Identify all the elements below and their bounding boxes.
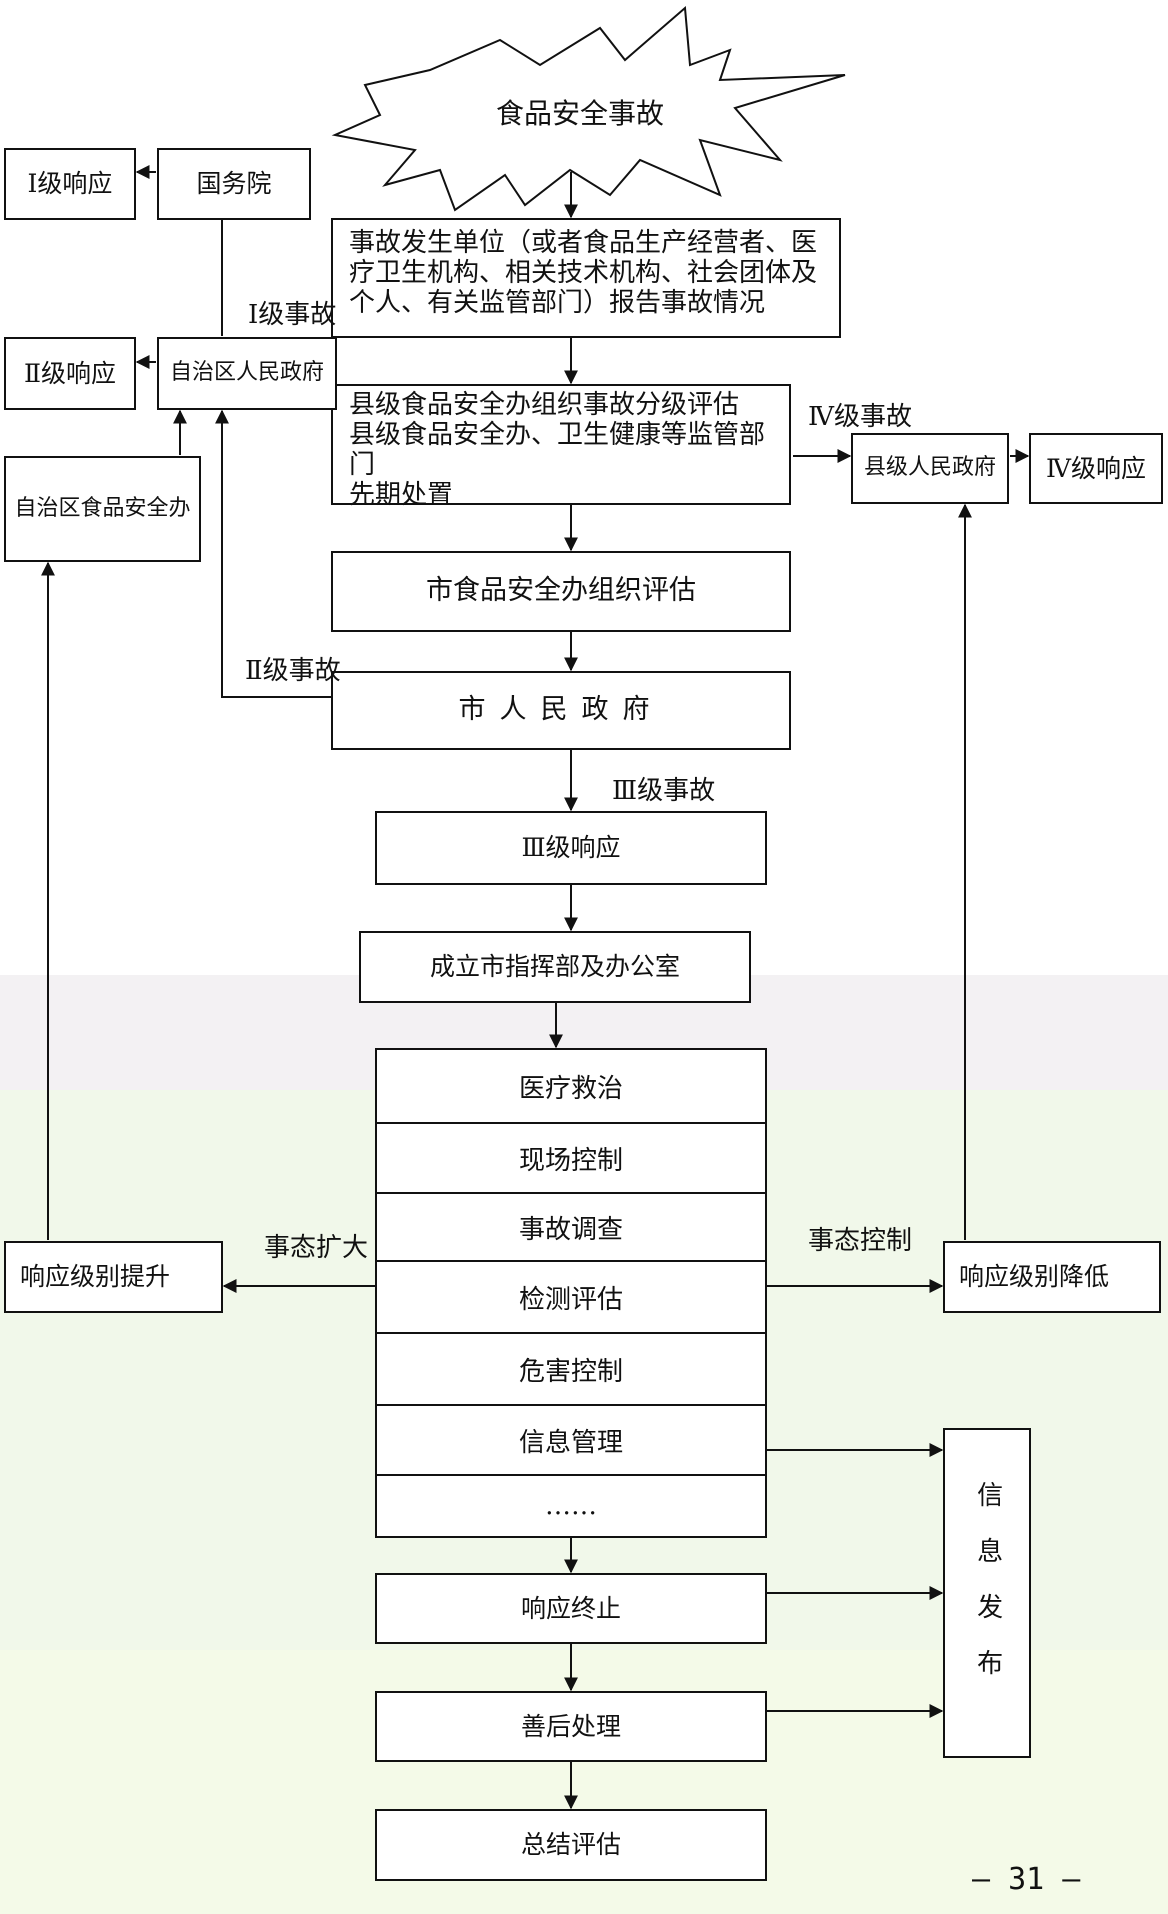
summary-box: 总结评估 [375,1809,767,1881]
level1-incident-label: Ⅰ级事故 [248,300,337,330]
measure-cell: …… [377,1474,765,1536]
command-box: 成立市指挥部及办公室 [359,931,751,1003]
measure-cell: 事故调查 [377,1192,765,1260]
city-gov-box: 市人民政府 [331,671,791,750]
expand-label: 事态扩大 [264,1233,369,1263]
measure-cell: 现场控制 [377,1122,765,1192]
measure-cell: 检测评估 [377,1260,765,1332]
county-eval-box: 县级食品安全办组织事故分级评估 县级食品安全办、卫生健康等监管部门 先期处置 [331,384,791,510]
measure-cell: 信息管理 [377,1404,765,1474]
state-council-box: 国务院 [157,148,311,220]
response-measures-stack: 医疗救治 现场控制 事故调查 检测评估 危害控制 信息管理 …… [375,1048,767,1538]
response-end-box: 响应终止 [375,1573,767,1644]
city-eval-box: 市食品安全办组织评估 [331,551,791,632]
level4-response-box: Ⅳ级响应 [1029,433,1163,504]
region-office-box: 自治区食品安全办 [4,456,201,562]
level3-incident-label: Ⅲ级事故 [612,776,716,806]
county-gov-box: 县级人民政府 [851,433,1009,504]
level3-response-box: Ⅲ级响应 [375,811,767,885]
lower-level-box: 响应级别降低 [943,1241,1161,1313]
measure-cell: 医疗救治 [377,1048,765,1122]
level1-response-box: Ⅰ级响应 [4,148,136,220]
starburst-shape [331,5,846,212]
control-label: 事态控制 [808,1226,913,1256]
report-box: 事故发生单位（或者食品生产经营者、医 疗卫生机构、相关技术机构、社会团体及 个人… [331,218,841,338]
level2-incident-label: Ⅱ级事故 [245,656,341,686]
measure-cell: 危害控制 [377,1332,765,1404]
level4-incident-label: Ⅳ级事故 [808,402,912,432]
region-gov-box: 自治区人民政府 [157,337,337,410]
raise-level-box: 响应级别提升 [4,1241,223,1313]
start-node-label: 食品安全事故 [496,97,665,130]
aftermath-box: 善后处理 [375,1691,767,1762]
page-number: — 31 — [972,1862,1081,1897]
info-release-box: 信息发布 [943,1428,1031,1758]
level2-response-box: Ⅱ级响应 [4,337,136,410]
